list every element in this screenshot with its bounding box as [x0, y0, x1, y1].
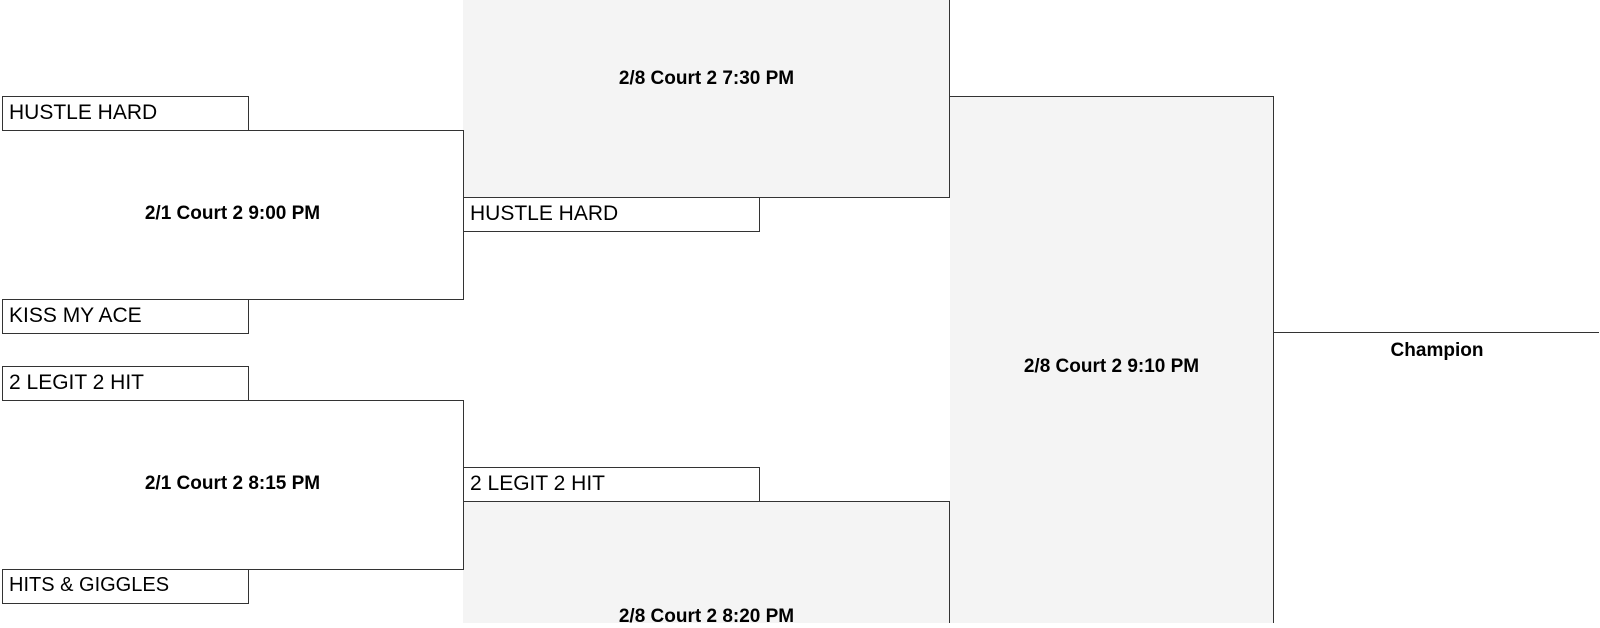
r1m1-connector-top — [247, 130, 464, 131]
r1m2-team-bottom[interactable]: HITS & GIGGLES — [2, 569, 249, 604]
r1m1-team-bottom[interactable]: KISS MY ACE — [2, 299, 249, 334]
round2-match-1-box — [463, 0, 950, 198]
r2m2-team[interactable]: 2 LEGIT 2 HIT — [463, 467, 760, 502]
final-match-box — [950, 96, 1274, 623]
r1m2-connector-top — [247, 400, 464, 401]
r1m2-match-label: 2/1 Court 2 8:15 PM — [144, 473, 321, 494]
r1m2-team-top[interactable]: 2 LEGIT 2 HIT — [2, 366, 249, 401]
r2m1-team[interactable]: HUSTLE HARD — [463, 197, 760, 232]
r2m1-match-label: 2/8 Court 2 7:30 PM — [618, 68, 795, 89]
r2m2-connector-top — [758, 501, 950, 502]
round2-match-2-box — [463, 501, 950, 623]
final-connector-top — [949, 96, 1274, 97]
champion-label: Champion — [1390, 340, 1484, 361]
r1m1-match-label: 2/1 Court 2 9:00 PM — [144, 203, 321, 224]
r1m1-team-top[interactable]: HUSTLE HARD — [2, 96, 249, 131]
champion-line — [1273, 332, 1599, 333]
final-connector-vertical — [1273, 96, 1274, 623]
r2m2-match-label: 2/8 Court 2 8:20 PM — [618, 606, 795, 627]
final-match-label: 2/8 Court 2 9:10 PM — [1023, 356, 1200, 377]
r2m1-connector-vertical — [949, 0, 950, 198]
r2m2-connector-vertical — [949, 501, 950, 623]
